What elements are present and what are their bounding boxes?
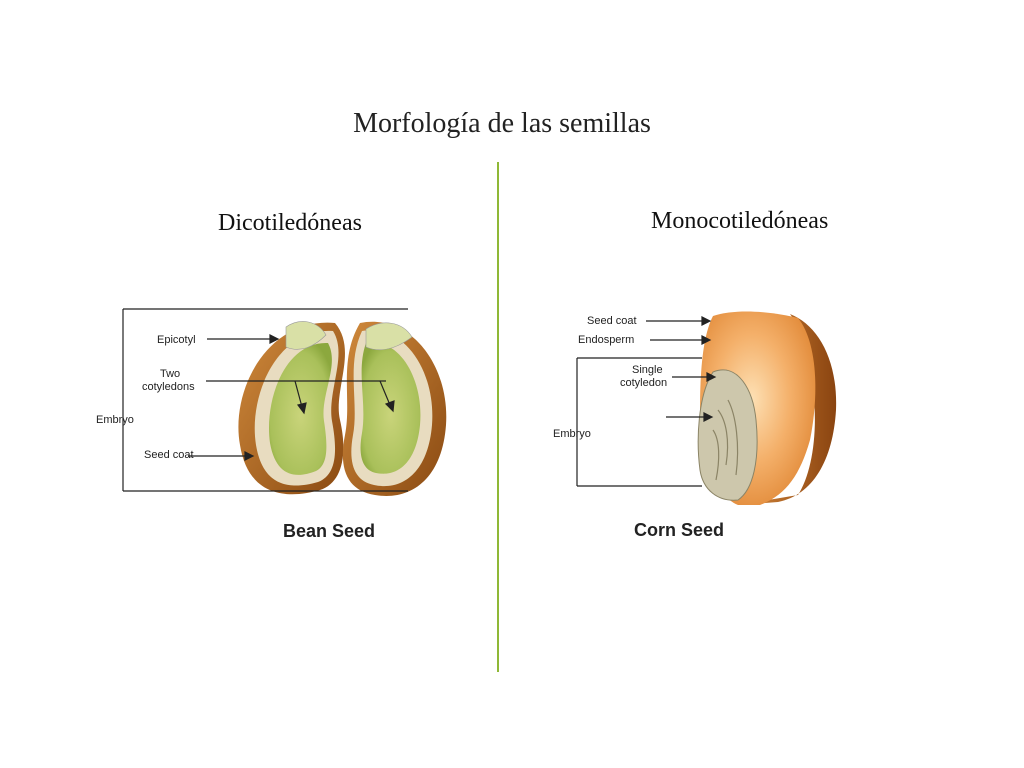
bean-seed-diagram: Epicotyl Two cotyledons Embryo Seed coat… xyxy=(96,308,447,541)
label-embryo: Embryo xyxy=(96,414,134,426)
slide-title: Morfología de las semillas xyxy=(353,108,651,139)
corn-kernel xyxy=(697,311,837,505)
label-epicotyl: Epicotyl xyxy=(157,334,196,346)
dicot-heading: Dicotiledóneas xyxy=(218,210,362,236)
corn-label-cotyledon: cotyledon xyxy=(620,377,667,389)
label-two: Two xyxy=(160,368,180,380)
corn-caption: Corn Seed xyxy=(634,520,724,540)
bean-left-half xyxy=(238,321,345,495)
corn-label-single: Single xyxy=(632,364,663,376)
corn-label-embryo: Embryo xyxy=(553,428,591,440)
label-seed-coat: Seed coat xyxy=(144,449,194,461)
label-cotyledons: cotyledons xyxy=(142,381,195,393)
bean-right-half xyxy=(342,321,447,496)
center-divider xyxy=(497,162,499,672)
corn-label-endosperm: Endosperm xyxy=(578,334,634,346)
monocot-heading: Monocotiledóneas xyxy=(651,208,829,234)
corn-label-seed-coat: Seed coat xyxy=(587,315,637,327)
corn-seed-diagram: Seed coat Endosperm Single cotyledon Emb… xyxy=(553,311,837,540)
bean-caption: Bean Seed xyxy=(283,521,375,541)
